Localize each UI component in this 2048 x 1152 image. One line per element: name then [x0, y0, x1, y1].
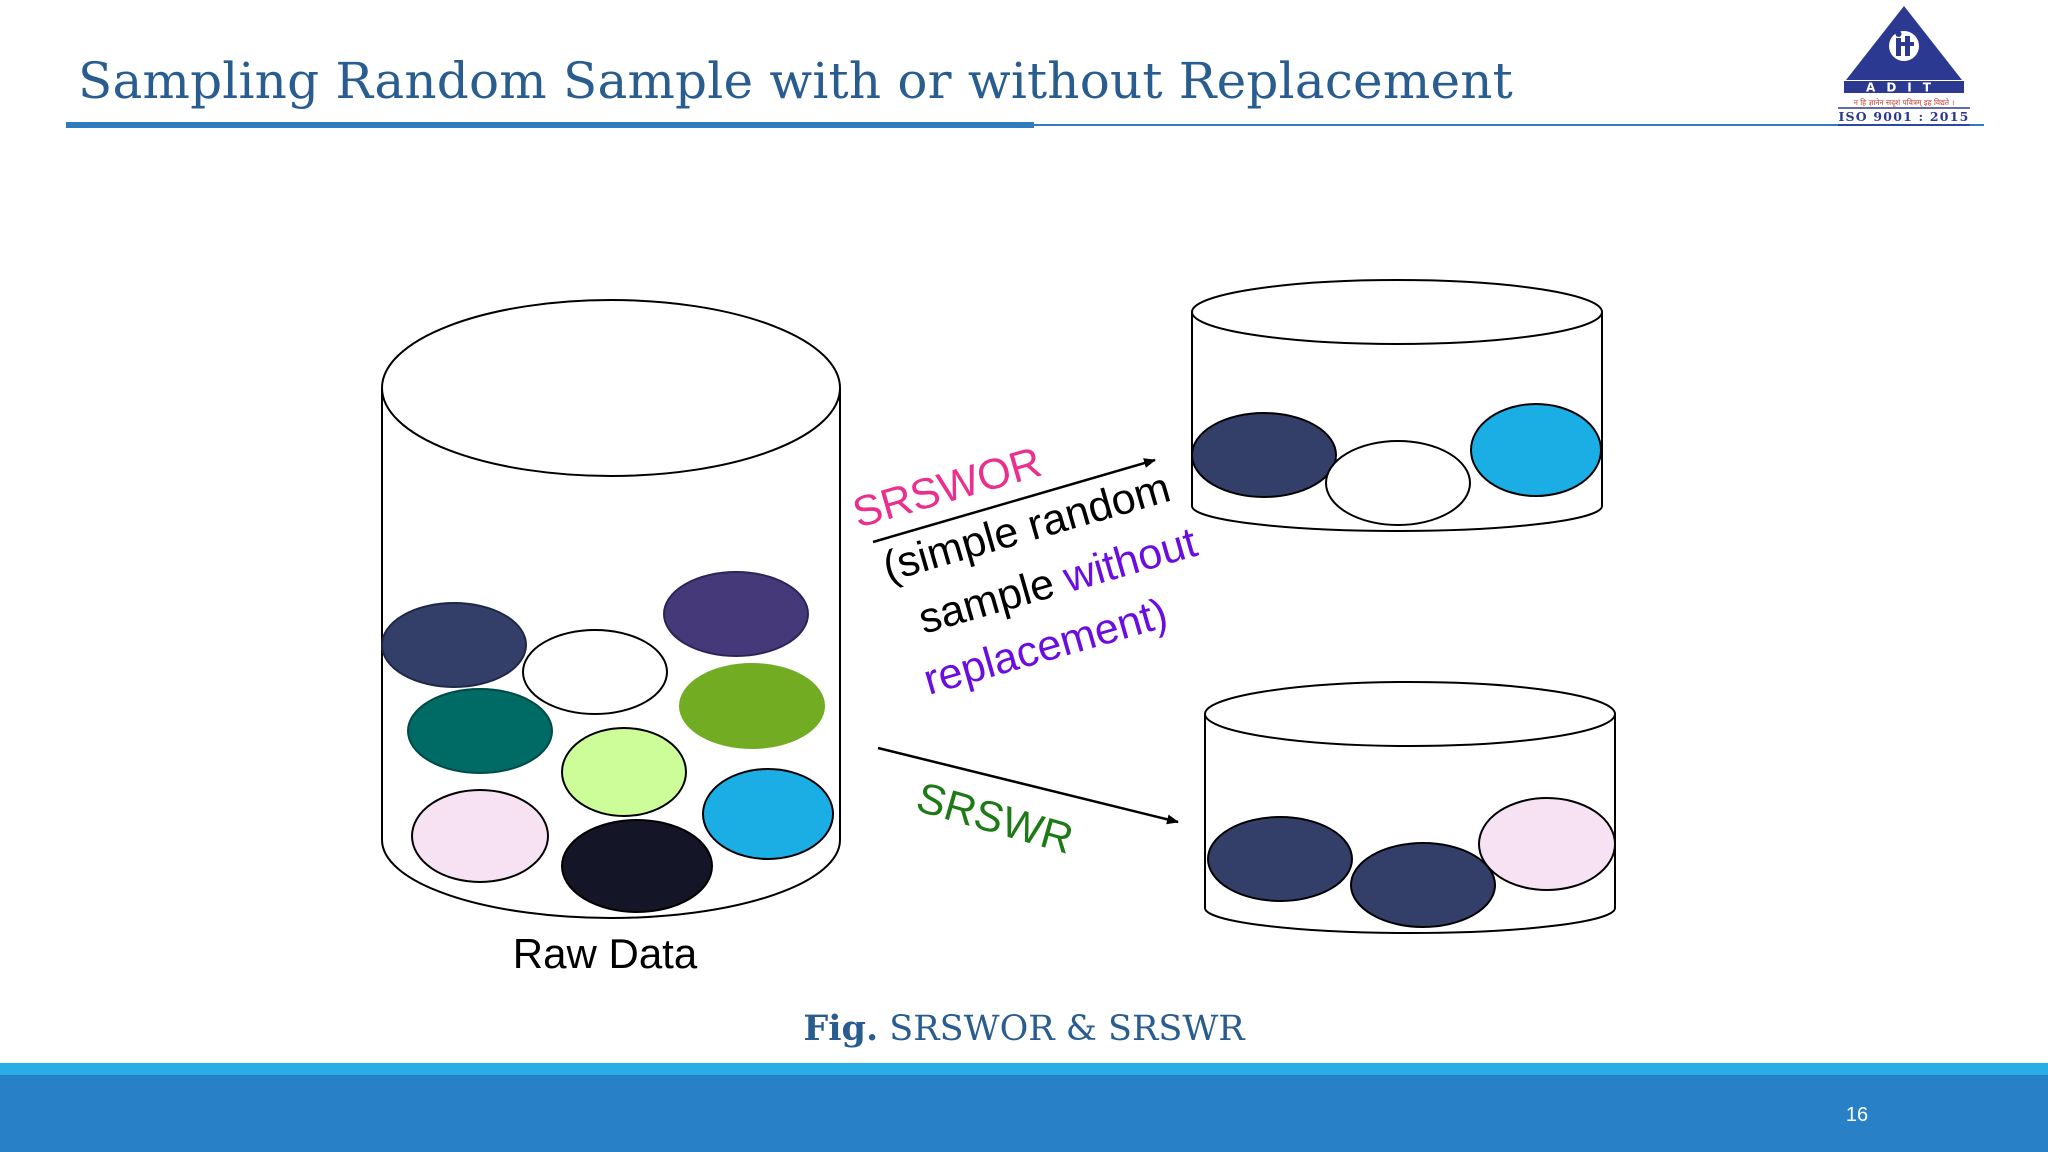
ball-green: [679, 663, 825, 749]
ball-light-green: [561, 727, 687, 817]
adit-logo: ADIT न हि ज्ञानेन सदृशं पवित्रम् इह विद्…: [1838, 6, 1970, 126]
raw-data-label: Raw Data: [513, 930, 698, 977]
ball-navy: [1207, 816, 1353, 902]
ball-navy: [381, 602, 527, 688]
ball-pink: [411, 789, 549, 883]
ball-navy: [1350, 842, 1496, 928]
srswr-label-block: SRSWR: [911, 773, 1078, 863]
logo-letters: ADIT: [1866, 81, 1942, 95]
srswr-arrow: [877, 746, 1179, 825]
ball-white: [1325, 440, 1471, 526]
footer-accent-band: [0, 1063, 2048, 1075]
footer-band: [0, 1075, 2048, 1152]
slide-title: Sampling Random Sample with or without R…: [78, 52, 1513, 110]
srswor-arrow: [872, 458, 1156, 544]
raw-data-cylinder: [381, 299, 841, 919]
ball-blue: [702, 768, 834, 860]
logo-motto: न हि ज्ञानेन सदृशं पवित्रम् इह विद्यते ।: [1854, 98, 1955, 108]
srswr-abbr: SRSWR: [911, 773, 1078, 863]
logo-iso: ISO 9001 : 2015: [1838, 109, 1969, 124]
srswr-sample-cylinder: [1204, 681, 1616, 934]
ball-purple: [663, 571, 809, 657]
srswor-label-block: SRSWOR (simple random sample without rep…: [848, 438, 1203, 704]
ball-white: [522, 629, 668, 715]
ball-pink: [1478, 797, 1616, 891]
ball-navy: [1191, 412, 1337, 498]
ball-blue: [1470, 403, 1602, 497]
page-number: 16: [1845, 1104, 1869, 1126]
ball-teal: [407, 688, 553, 774]
srswor-sample-cylinder: [1191, 279, 1603, 532]
ball-black: [561, 819, 713, 913]
figure-caption: Fig. SRSWOR & SRSWR: [803, 1008, 1245, 1049]
title-underline-accent: [66, 122, 1034, 128]
